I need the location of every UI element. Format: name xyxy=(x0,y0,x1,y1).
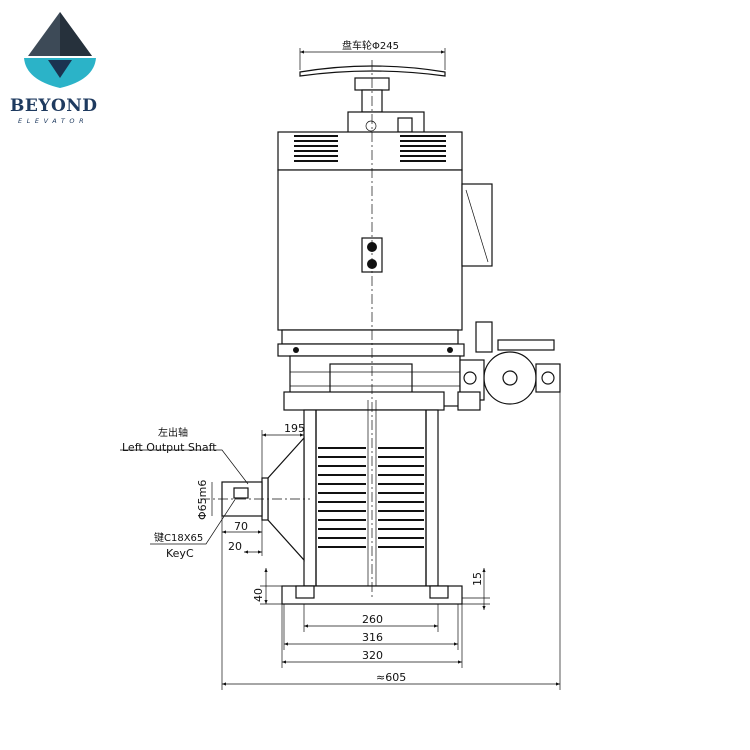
dim-15: 15 xyxy=(471,572,484,586)
handwheel-label: 盘车轮Φ245 xyxy=(342,39,399,52)
dimensions xyxy=(120,430,560,686)
logo-mark-icon xyxy=(24,12,96,88)
brand-name: BEYOND xyxy=(10,96,98,116)
dim-260: 260 xyxy=(362,613,383,626)
motor-body xyxy=(277,169,493,331)
handwheel xyxy=(299,48,446,113)
key-label-cn: 键C18X65 xyxy=(154,531,203,544)
dim-605: ≈605 xyxy=(376,671,406,684)
dim-195: 195 xyxy=(284,422,305,435)
brake-assembly xyxy=(277,329,465,411)
left-shaft-label-cn: 左出轴 xyxy=(158,426,188,439)
key-label-en: KeyC xyxy=(166,547,194,560)
shaft-diameter-label: Φ65m6 xyxy=(196,480,209,520)
dim-316: 316 xyxy=(362,631,383,644)
gearbox-body xyxy=(303,400,439,587)
motor-top xyxy=(277,111,463,171)
dim-20: 20 xyxy=(228,540,242,553)
dim-320: 320 xyxy=(362,649,383,662)
brake-lever xyxy=(457,321,561,411)
brand-subtitle: ELEVATOR xyxy=(18,117,88,125)
output-shaft xyxy=(200,436,310,562)
dim-40: 40 xyxy=(252,588,265,602)
brand-logo: BEYOND ELEVATOR xyxy=(10,12,98,125)
dim-70: 70 xyxy=(234,520,248,533)
left-shaft-label-en: Left Output Shaft xyxy=(122,441,217,454)
